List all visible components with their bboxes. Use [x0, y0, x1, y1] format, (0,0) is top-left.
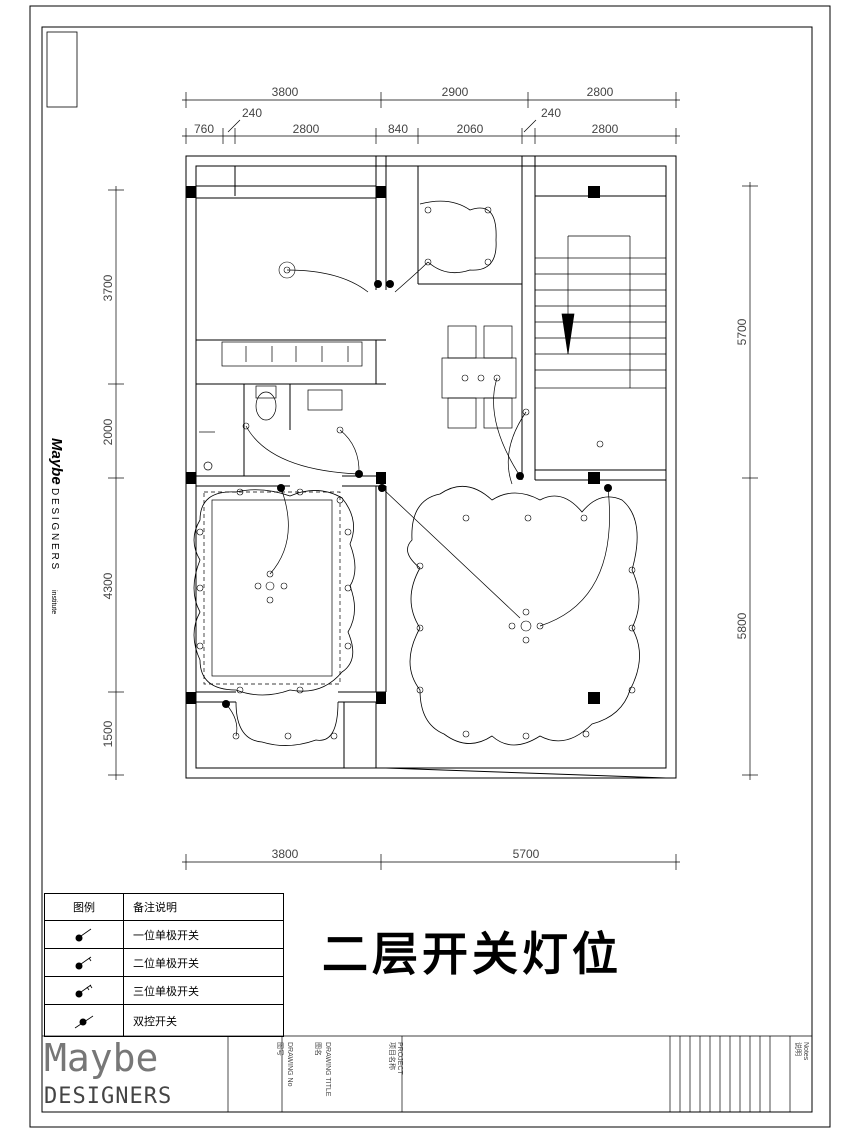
tb-drawing-no-cn: 图号	[276, 1042, 284, 1056]
dim-left-2: 2000	[101, 418, 115, 445]
dim-top2-6: 240	[541, 106, 561, 120]
dim-left-1: 3700	[101, 274, 115, 301]
legend-label: 一位单极开关	[133, 929, 199, 942]
bottom-dimension-line	[182, 854, 680, 870]
tb-project: PROJECT	[396, 1042, 403, 1075]
stamp-box	[46, 31, 78, 108]
dim-top2-2: 240	[242, 106, 262, 120]
tb-drawing-no: DRAWING No	[286, 1042, 293, 1087]
legend-label: 双控开关	[133, 1014, 177, 1028]
legend-row: 一位单极开关	[45, 920, 283, 949]
staircase	[534, 235, 667, 389]
outer-border	[29, 5, 831, 1128]
dim-top-1: 3800	[272, 85, 299, 99]
legend-label: 二位单极开关	[133, 957, 199, 970]
legend-table: 图例 备注说明 一位单极开关 二位单极开关 三位单极开关 双控开关	[44, 893, 284, 1037]
dim-left-4: 1500	[101, 720, 115, 747]
legend-label: 三位单极开关	[133, 985, 199, 998]
legend-header-note: 备注说明	[133, 901, 177, 914]
brand-logo-maybe: Maybe	[44, 1036, 159, 1080]
dining-table	[441, 325, 517, 429]
top-dimension-lines	[182, 92, 680, 144]
dim-top2-7: 2800	[592, 122, 619, 136]
legend-row: 二位单极开关	[45, 948, 283, 977]
tb-notes: Notes	[802, 1042, 809, 1061]
dim-left-3: 4300	[101, 572, 115, 599]
dim-bottom-1: 3800	[272, 847, 299, 861]
two-way-switch-icon	[45, 1005, 124, 1036]
dim-top2-3: 2800	[293, 122, 320, 136]
inner-border	[41, 26, 813, 1113]
wardrobe	[221, 341, 363, 367]
dim-right-2: 5800	[735, 612, 749, 639]
tb-drawing-title-cn: 图名	[314, 1042, 323, 1056]
right-dimension-line	[742, 182, 758, 780]
tb-notes-cn: 说明	[794, 1042, 803, 1056]
bed	[203, 491, 341, 685]
ceiling-outlines	[193, 200, 640, 746]
legend-row: 三位单极开关	[45, 976, 283, 1005]
dim-right-1: 5700	[735, 318, 749, 345]
switches	[222, 261, 612, 737]
dim-top2-1: 760	[194, 122, 214, 136]
vertical-brand: Maybe	[48, 438, 65, 485]
drawing-title: 二层开关灯位	[322, 927, 622, 981]
dim-top2-5: 2060	[457, 122, 484, 136]
lamp-symbols	[196, 206, 636, 740]
double-gang-switch-icon	[45, 949, 124, 977]
legend-header: 图例 备注说明	[45, 894, 283, 920]
bathroom-fixtures	[199, 385, 343, 471]
triple-gang-switch-icon	[45, 977, 124, 1005]
single-gang-switch-icon	[45, 921, 124, 949]
vertical-brand-sub: D E S I G N E R S	[49, 488, 60, 569]
legend-header-symbol: 图例	[45, 894, 124, 920]
vertical-brand-inst: institute	[50, 590, 57, 614]
legend-row: 双控开关	[45, 1004, 283, 1036]
structural-columns	[186, 186, 600, 704]
dim-top-2: 2900	[442, 85, 469, 99]
walls	[185, 155, 677, 779]
brand-logo-designers: DESIGNERS	[44, 1084, 173, 1109]
dim-top-3: 2800	[587, 85, 614, 99]
left-dimension-line	[108, 186, 124, 780]
tb-project-cn: 项目名称	[388, 1042, 397, 1070]
tb-drawing-title: DRAWING TITLE	[324, 1042, 331, 1097]
dim-bottom-2: 5700	[513, 847, 540, 861]
dim-top2-4: 840	[388, 122, 408, 136]
